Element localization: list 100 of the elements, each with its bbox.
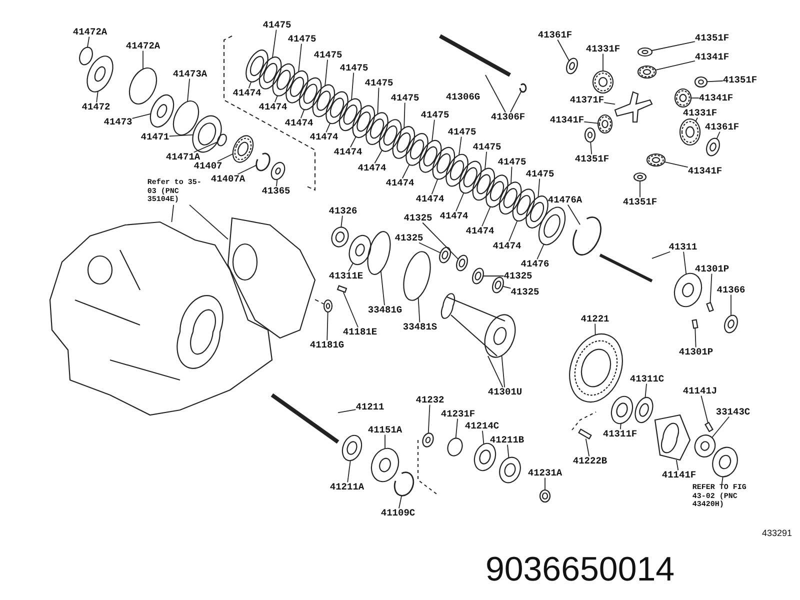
ring — [674, 272, 702, 308]
ring — [472, 268, 484, 284]
ring — [724, 314, 738, 334]
ring — [694, 76, 708, 88]
ring — [706, 138, 720, 156]
ring — [342, 434, 362, 462]
leader-line — [508, 220, 518, 242]
leader-line — [502, 286, 512, 289]
leader-line — [695, 117, 698, 122]
callout-number: 41475 — [448, 127, 476, 137]
callout-number: 41231A — [528, 468, 562, 478]
callout-number: 41475 — [526, 169, 554, 179]
callout-number: 41214C — [464, 421, 500, 431]
leader-line — [189, 204, 228, 240]
part-number: 9036650014 — [485, 550, 675, 590]
leader-line — [544, 477, 546, 490]
ring — [370, 448, 400, 482]
ring — [217, 134, 227, 146]
ring — [270, 162, 286, 180]
leader-line — [348, 262, 354, 272]
callout-number: 41474 — [232, 88, 262, 98]
callout-number: 41211B — [490, 435, 524, 445]
callout-number: 41231F — [440, 409, 476, 419]
ring — [633, 172, 647, 182]
ring — [298, 77, 322, 110]
ring — [392, 126, 416, 159]
callout-number: 41475 — [498, 157, 526, 167]
leader-line — [485, 74, 506, 113]
leader-line — [193, 141, 218, 153]
leader-line — [402, 164, 410, 179]
leader-line — [272, 29, 277, 58]
ring — [366, 112, 388, 145]
callout-number: 41474 — [492, 241, 522, 251]
callout-number: 41341F — [550, 115, 584, 125]
callout-number: 41366 — [716, 285, 746, 295]
leader-line — [340, 215, 343, 228]
ring — [566, 58, 578, 74]
leader-line — [274, 95, 278, 103]
callout-number: 41306G — [446, 92, 480, 102]
leader-line — [350, 136, 356, 148]
callout-number: 41475 — [420, 110, 450, 120]
ring — [246, 50, 268, 82]
leader-line — [326, 312, 328, 341]
bolt — [336, 285, 348, 293]
leader-line — [590, 142, 592, 155]
callout-number: 41325 — [504, 271, 532, 281]
leader-line — [324, 59, 328, 86]
ring — [352, 105, 376, 138]
leader-line — [456, 192, 464, 212]
callout-number: 41472 — [82, 102, 110, 112]
callout-number: 41475 — [364, 78, 394, 88]
callout-number: 41475 — [472, 142, 502, 152]
leader-line — [377, 87, 380, 115]
callout-number: 41351F — [722, 75, 758, 85]
leader-line — [655, 60, 696, 70]
callout-number: 41341F — [688, 166, 722, 176]
leader-line — [300, 109, 305, 119]
leader-line — [432, 119, 435, 142]
bolt — [578, 428, 592, 440]
callout-number: 41473 — [104, 117, 132, 127]
ring — [694, 434, 716, 458]
callout-number: 41325 — [510, 287, 540, 297]
leader-line — [620, 423, 622, 430]
callout-number: 41474 — [386, 178, 414, 188]
ring — [79, 46, 93, 66]
callout-number: 41311C — [630, 374, 664, 384]
leader-line — [171, 204, 174, 222]
ring — [526, 196, 548, 228]
ring — [272, 64, 296, 96]
callout-number: 41476A — [548, 195, 582, 205]
ring — [492, 276, 504, 294]
ring — [484, 314, 516, 358]
callout-number: 41301P — [678, 347, 714, 357]
callout-number: 41474 — [466, 226, 494, 236]
leader-line — [700, 395, 708, 423]
leader-line — [298, 43, 302, 72]
ring — [323, 299, 333, 313]
leader-line — [584, 121, 598, 124]
leader-line — [644, 383, 647, 398]
callout-number: 41474 — [284, 118, 314, 128]
callout-number: 41474 — [416, 194, 444, 204]
leader-line — [585, 438, 590, 457]
bolt — [692, 319, 698, 329]
callout-number: 41472A — [72, 27, 108, 37]
callout-number: 41301P — [694, 264, 730, 274]
callout-number: 41407 — [194, 161, 222, 171]
ring — [331, 226, 349, 248]
callout-number: 41301U — [488, 387, 522, 397]
callout-number: 41351F — [574, 154, 610, 164]
leader-line — [142, 50, 144, 70]
ring — [258, 56, 282, 90]
leader-line — [422, 222, 459, 260]
callout-number: 41311E — [328, 271, 364, 281]
leader-line — [557, 39, 570, 62]
callout-number: 41473A — [172, 69, 208, 79]
callout-number: 41471 — [140, 132, 170, 142]
callout-number: 41474 — [258, 102, 288, 112]
ring — [192, 115, 222, 153]
leader-line — [510, 166, 512, 184]
leader-line — [248, 81, 252, 89]
